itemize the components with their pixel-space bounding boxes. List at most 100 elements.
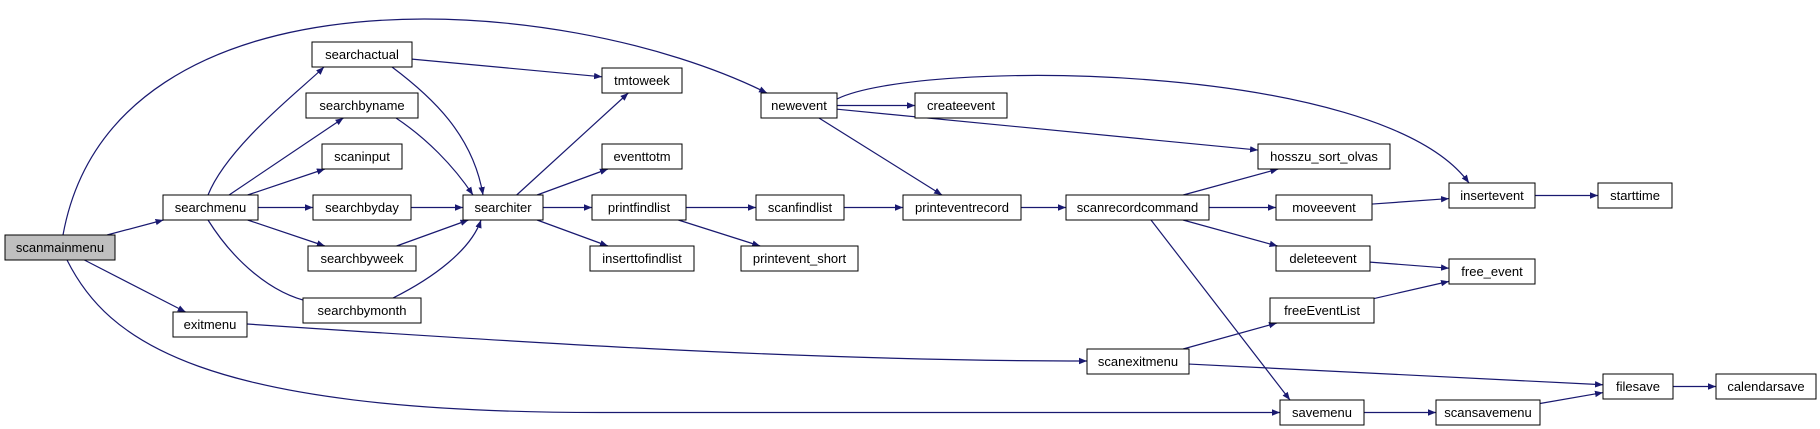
- edge-searchiter-to-tmtoweek: [516, 92, 629, 196]
- node-searchbyday[interactable]: searchbyday: [312, 194, 412, 221]
- node-label: freeEventList: [1284, 303, 1360, 318]
- node-scaninput[interactable]: scaninput: [321, 143, 403, 170]
- node-label: createevent: [927, 98, 995, 113]
- node-searchbymonth[interactable]: searchbymonth: [302, 297, 422, 324]
- node-inserttofindlist[interactable]: inserttofindlist: [589, 245, 695, 272]
- node-filesave[interactable]: filesave: [1602, 373, 1674, 400]
- node-label: moveevent: [1292, 200, 1356, 215]
- node-printevent_short[interactable]: printevent_short: [740, 245, 859, 272]
- node-calendarsave[interactable]: calendarsave: [1715, 373, 1817, 400]
- node-createevent[interactable]: createevent: [914, 92, 1008, 119]
- node-label: scansavemenu: [1444, 405, 1531, 420]
- edge-scanexitmenu-to-filesave: [1188, 363, 1604, 388]
- node-label: hosszu_sort_olvas: [1270, 149, 1378, 164]
- node-scanexitmenu[interactable]: scanexitmenu: [1086, 348, 1190, 375]
- nodes-layer: scanmainmenu searchmenu exitmenu searchactu…: [4, 41, 1817, 426]
- edge-freeEventList-to-free_event: [1373, 280, 1450, 300]
- node-box: [462, 194, 544, 221]
- edge-moveevent-to-insertevent: [1371, 195, 1450, 205]
- edge-scanrecordcommand-to-deleteevent: [1182, 219, 1278, 247]
- node-printfindlist[interactable]: printfindlist: [591, 194, 687, 221]
- node-label: inserttofindlist: [602, 251, 682, 266]
- node-label: savemenu: [1292, 405, 1352, 420]
- edge-searchiter-to-eventtotm: [536, 168, 609, 196]
- node-scanrecordcommand[interactable]: scanrecordcommand: [1065, 194, 1210, 221]
- node-box: [755, 194, 845, 221]
- node-box: [1269, 297, 1375, 324]
- node-newevent[interactable]: newevent: [760, 92, 838, 119]
- node-box: [1597, 182, 1673, 209]
- edge-searchiter-to-inserttofindlist: [536, 219, 609, 247]
- edge-searchmenu-to-searchbyname: [228, 117, 344, 196]
- node-searchbyname[interactable]: searchbyname: [305, 92, 419, 119]
- edge-scanmainmenu-to-newevent: [62, 18, 768, 236]
- edge-scansavemenu-to-filesave: [1539, 390, 1604, 405]
- edge-scanmainmenu-to-searchmenu: [106, 218, 164, 236]
- node-insertevent[interactable]: insertevent: [1448, 182, 1536, 209]
- edge-deleteevent-to-free_event: [1369, 261, 1450, 271]
- node-label: insertevent: [1460, 188, 1524, 203]
- edge-searchactual-to-tmtoweek: [411, 58, 603, 80]
- node-tmtoweek[interactable]: tmtoweek: [601, 67, 683, 94]
- edge-newevent-to-insertevent: [836, 74, 1470, 184]
- node-label: scanrecordcommand: [1077, 200, 1198, 215]
- node-box: [914, 92, 1008, 119]
- node-box: [591, 194, 687, 221]
- edge-scanexitmenu-to-freeEventList: [1182, 322, 1278, 350]
- node-box: [162, 194, 259, 221]
- node-searchiter[interactable]: searchiter: [462, 194, 544, 221]
- node-label: searchbymonth: [318, 303, 407, 318]
- node-eventtotm[interactable]: eventtotm: [601, 143, 683, 170]
- node-scanfindlist[interactable]: scanfindlist: [755, 194, 845, 221]
- node-box: [1448, 258, 1536, 285]
- node-freeEventList[interactable]: freeEventList: [1269, 297, 1375, 324]
- node-label: printfindlist: [608, 200, 671, 215]
- node-moveevent[interactable]: moveevent: [1275, 194, 1373, 221]
- edge-exitmenu-to-scanexitmenu: [246, 323, 1088, 365]
- node-searchactual[interactable]: searchactual: [311, 41, 413, 68]
- node-scansavemenu[interactable]: scansavemenu: [1435, 399, 1541, 426]
- node-starttime[interactable]: starttime: [1597, 182, 1673, 209]
- node-deleteevent[interactable]: deleteevent: [1275, 245, 1371, 272]
- node-label: starttime: [1610, 188, 1660, 203]
- node-box: [740, 245, 859, 272]
- edge-searchmenu-to-scaninput: [247, 168, 326, 196]
- edge-searchbyweek-to-searchiter: [396, 219, 469, 247]
- node-label: printevent_short: [753, 251, 847, 266]
- node-box: [902, 194, 1022, 221]
- node-label: exitmenu: [184, 317, 237, 332]
- node-label: searchactual: [325, 47, 399, 62]
- node-free_event[interactable]: free_event: [1448, 258, 1536, 285]
- edge-searchmenu-to-searchactual: [207, 66, 325, 196]
- node-box: [1275, 245, 1371, 272]
- node-printeventrecord[interactable]: printeventrecord: [902, 194, 1022, 221]
- node-box: [1715, 373, 1817, 400]
- node-label: scanexitmenu: [1098, 354, 1178, 369]
- node-box: [312, 194, 412, 221]
- node-label: free_event: [1461, 264, 1523, 279]
- node-label: printeventrecord: [915, 200, 1009, 215]
- node-scanmainmenu[interactable]: scanmainmenu: [4, 234, 116, 261]
- node-box: [1275, 194, 1373, 221]
- edge-searchbyname-to-searchiter: [395, 117, 474, 196]
- node-savemenu[interactable]: savemenu: [1279, 399, 1365, 426]
- node-label: scanmainmenu: [16, 240, 104, 255]
- node-box: [601, 143, 683, 170]
- node-label: tmtoweek: [614, 73, 670, 88]
- node-label: eventtotm: [613, 149, 670, 164]
- node-searchbyweek[interactable]: searchbyweek: [307, 245, 417, 272]
- node-exitmenu[interactable]: exitmenu: [172, 311, 248, 338]
- node-searchmenu[interactable]: searchmenu: [162, 194, 259, 221]
- node-box: [1086, 348, 1190, 375]
- node-box: [1435, 399, 1541, 426]
- edge-searchmenu-to-searchbymonth: [207, 219, 312, 304]
- edge-scanmainmenu-to-savemenu: [66, 259, 1280, 416]
- node-hosszu_sort_olvas[interactable]: hosszu_sort_olvas: [1257, 143, 1391, 170]
- node-box: [172, 311, 248, 338]
- node-label: filesave: [1616, 379, 1660, 394]
- node-box: [302, 297, 422, 324]
- node-box: [589, 245, 695, 272]
- node-box: [307, 245, 417, 272]
- node-box: [601, 67, 683, 94]
- node-box: [1448, 182, 1536, 209]
